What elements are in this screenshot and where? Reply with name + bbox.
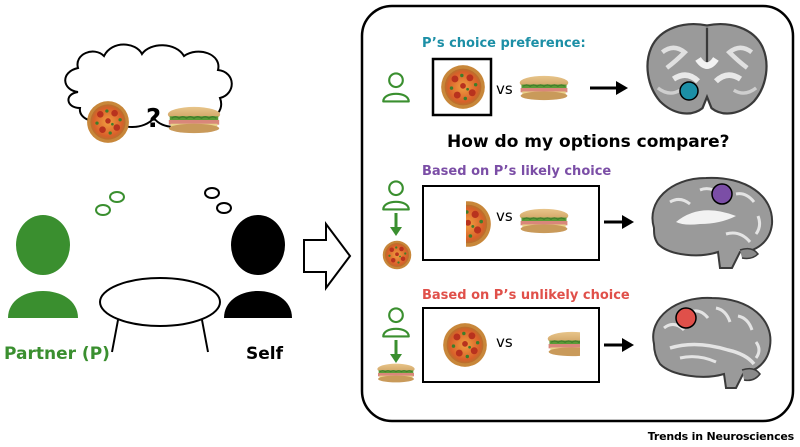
comparison-question: How do my options compare? — [447, 132, 730, 152]
thought-question-mark: ? — [146, 104, 162, 134]
row1-arrow-icon — [590, 81, 628, 95]
thought-bubble-pizza-icon — [87, 101, 129, 143]
table — [99, 277, 221, 353]
journal-credit: Trends in Neurosciences — [647, 430, 794, 443]
row1-pizza-icon — [441, 65, 485, 109]
row3-vs-text: vs — [496, 333, 513, 351]
row2-chosen-pizza-icon — [382, 240, 412, 270]
brain-coronal-image — [648, 24, 767, 113]
thought-bubble-sandwich-icon — [167, 106, 221, 134]
row1-vs-text: vs — [496, 80, 513, 98]
row3-arrow-icon — [604, 338, 634, 352]
row3-chosen-sandwich-icon — [376, 363, 416, 383]
thought-dots-partner — [95, 191, 125, 216]
partner-figure — [8, 215, 78, 318]
brain-sagittal-image — [650, 176, 774, 270]
row2-arrow-icon — [604, 215, 634, 229]
self-figure — [224, 215, 292, 318]
row1-sandwich-icon — [519, 75, 569, 101]
brain-lateral-image — [651, 296, 773, 390]
partner-label: Partner (P) — [4, 344, 110, 364]
highlighted-choice-box — [431, 57, 493, 117]
row2-options-box — [422, 185, 600, 261]
row3-down-arrow-icon — [390, 340, 402, 363]
self-label: Self — [246, 344, 283, 364]
likely-choice-heading: Based on P’s likely choice — [422, 164, 612, 179]
thought-dots-self — [204, 187, 232, 214]
row2-vs-text: vs — [496, 207, 513, 225]
block-arrow — [303, 221, 352, 291]
row3-pizza-icon — [443, 323, 487, 367]
row2-down-arrow-icon — [390, 213, 402, 236]
row2-sandwich-icon — [519, 208, 569, 234]
unlikely-choice-heading: Based on P’s unlikely choice — [422, 288, 630, 303]
choice-preference-heading: P’s choice preference: — [422, 36, 586, 51]
